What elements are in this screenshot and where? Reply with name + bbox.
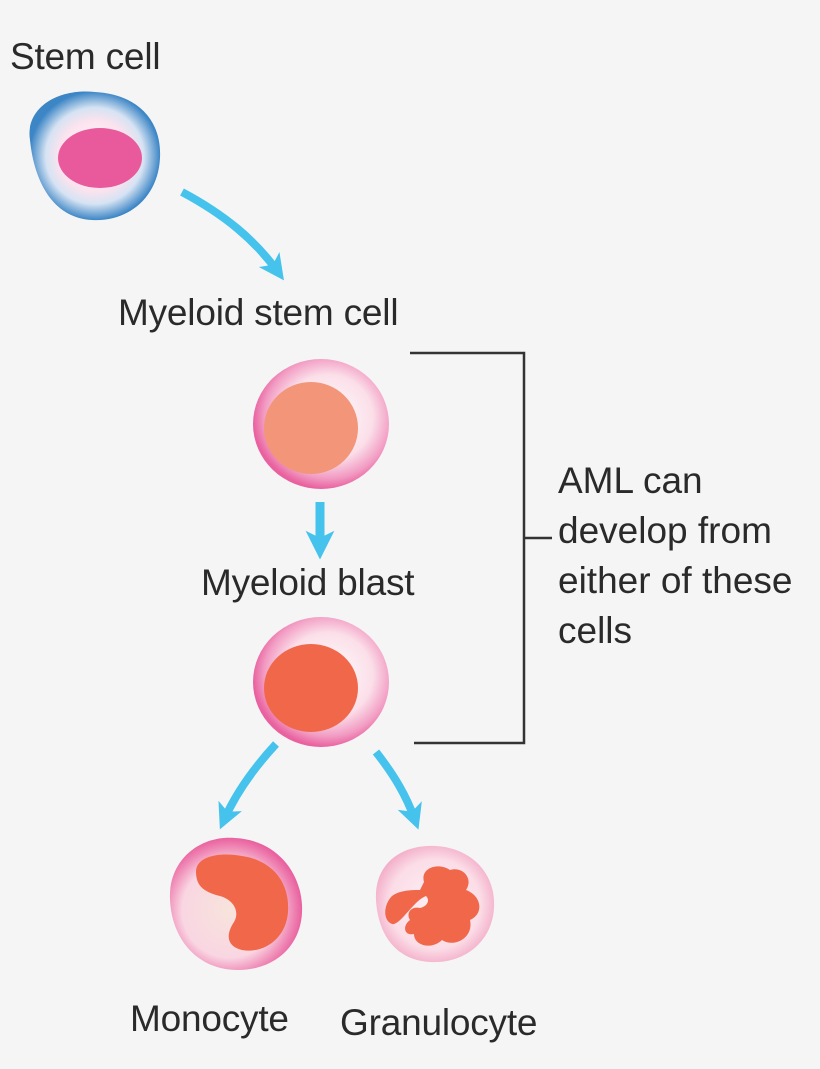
aml-note-line: either of these xyxy=(558,560,793,601)
myeloid-blast-nucleus xyxy=(264,644,358,732)
monocyte-nucleus xyxy=(196,854,289,951)
stem-cell-label: Stem cell xyxy=(10,36,161,77)
granulocyte-label: Granulocyte xyxy=(340,1002,538,1043)
myeloid-stem-cell-nucleus xyxy=(264,382,358,474)
stem-cell xyxy=(29,91,161,221)
aml-note-line: develop from xyxy=(558,510,772,551)
myeloid-blast-label: Myeloid blast xyxy=(201,562,415,603)
aml-note-line: cells xyxy=(558,610,633,651)
aml-note: AML can develop from either of these cel… xyxy=(558,456,792,656)
arrow-stem-to-myeloid xyxy=(180,188,284,281)
aml-note-line: AML can xyxy=(558,460,703,501)
arrow-blast-to-granulocyte xyxy=(372,749,422,830)
myeloid-stem-cell-label: Myeloid stem cell xyxy=(118,292,399,333)
myeloid-blast-cell xyxy=(253,617,389,747)
stem-cell-nucleus xyxy=(58,128,142,188)
granulocyte-nucleus xyxy=(385,866,480,946)
monocyte-cell xyxy=(169,837,303,970)
bracket xyxy=(410,351,552,745)
myeloid-stem-cell xyxy=(253,359,389,489)
monocyte-label: Monocyte xyxy=(130,998,289,1039)
arrow-blast-to-monocyte xyxy=(218,741,279,830)
granulocyte-cell xyxy=(375,845,495,963)
